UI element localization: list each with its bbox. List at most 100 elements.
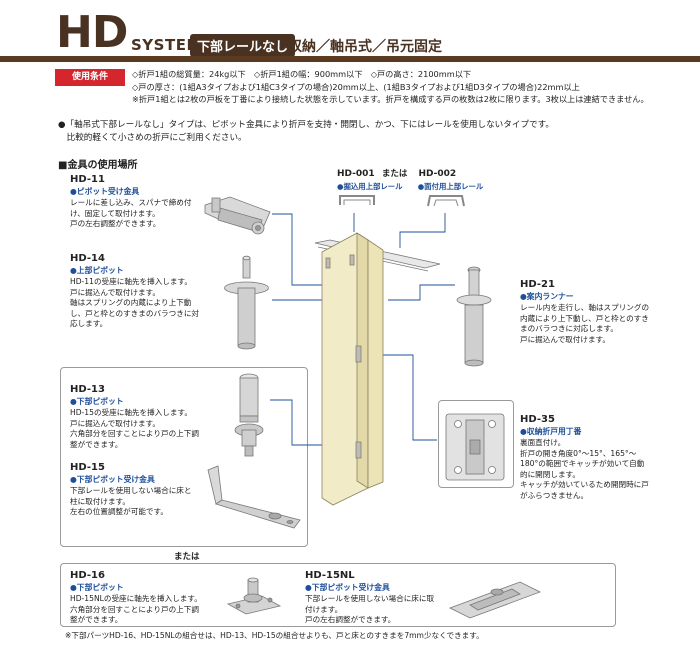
desc-line: 整ができます。 (70, 615, 123, 624)
desc-line: 左右の位置調整が可能です。 (70, 507, 168, 516)
desc-line: 六角部分を回すことにより戸の上下調 (70, 604, 199, 614)
part-hd13: HD-13 ●下部ピボット HD-15の受座に軸先を挿入します。 戸に掘込んで取… (70, 384, 230, 450)
title-pill: 下部レールなし (190, 34, 296, 57)
hd11-bracket (204, 196, 271, 235)
desc-line: キャッチが効いているため開閉時に戸 (520, 480, 649, 489)
hd35-hinge (445, 413, 505, 481)
part-code: HD-11 (70, 174, 105, 185)
desc-line: 裏面直付け。 (520, 438, 566, 447)
part-name: ●収納折戸用丁番 (520, 427, 582, 436)
title-subtitle: 収納／軸吊式／吊元固定 (288, 39, 442, 55)
part-desc: 下部レールを使用しない場合に床と 柱に取付けます。 左右の位置調整が可能です。 (70, 486, 215, 518)
hd16-pivot (226, 577, 282, 615)
condition-line: ◇折戸1組の総質量：24kg以下 ◇折戸1組の幅：900mm以下 ◇戸の高さ：2… (132, 69, 472, 79)
part-hd15: HD-15 ●下部ピボット受け金具 下部レールを使用しない場合に床と 柱に取付け… (70, 462, 215, 518)
part-desc: HD-15NLの受座に軸先を挿入します。 六角部分を回すことにより戸の上下調 整… (70, 594, 230, 626)
desc-line: 軸はスプリングの内蔵により上下動 (70, 298, 192, 307)
alt-parts-panel (60, 563, 616, 627)
hd14-pivot (224, 255, 269, 350)
part-desc: レールに差し込み、スパナで締め付 け、固定して取付けます。 戸の左右調整ができま… (70, 198, 205, 230)
page-header: HD SYSTEM 下部レールなし 収納／軸吊式／吊元固定 (0, 0, 700, 62)
desc-line: 戸に掘込んで取付けます。 (70, 287, 160, 297)
part-code: HD-14 (70, 253, 105, 264)
part-name: ●下部ピボット受け金具 (305, 583, 390, 592)
part-name: ●ピボット受け金具 (70, 187, 140, 196)
desc-line: 下部レールを使用しない場合に床と (70, 486, 192, 495)
or-label: または (381, 169, 408, 179)
hd15nl-plate (448, 581, 542, 619)
part-name: ●上部ピボット (70, 266, 124, 275)
part-code: HD-15 (70, 462, 105, 473)
intro-text: ●「軸吊式下部レールなし」タイプは、ピボット金具により折戸を支持・開閉し、かつ、… (58, 119, 678, 145)
intro-line: ●「軸吊式下部レールなし」タイプは、ピボット金具により折戸を支持・開閉し、かつ、… (58, 120, 554, 130)
conditions-badge: 使用条件 (55, 69, 125, 86)
desc-line: HD-11の受座に軸先を挿入します。 (70, 277, 192, 286)
part-desc: レール内を走行し、軸はスプリングの 内蔵により上下動し、戸と枠とのすき まのバラ… (520, 303, 690, 345)
hd15-bracket (207, 465, 301, 529)
hinge-panel (438, 400, 514, 488)
desc-line: 戸の左右調整ができます。 (70, 219, 161, 228)
part-hd21: HD-21 ●案内ランナー レール内を走行し、軸はスプリングの 内蔵により上下動… (520, 279, 690, 345)
header-divider (0, 56, 700, 62)
part-code: HD-35 (520, 414, 555, 425)
hd002-code: HD-002 (418, 169, 457, 179)
hd002-rail-profile (427, 195, 465, 207)
hd001-code: HD-001 (337, 169, 375, 179)
part-name: ●案内ランナー (520, 292, 574, 301)
hd21-runner (456, 266, 492, 367)
part-code: HD-13 (70, 384, 105, 395)
part-name: ●下部ピボット (70, 583, 124, 592)
hd13-pivot (234, 373, 264, 457)
desc-line: け、固定して取付けます。 (70, 208, 160, 218)
intro-line: 比較的軽くて小さめの折戸にご利用ください。 (58, 133, 247, 143)
part-hd15nl: HD-15NL ●下部ピボット受け金具 下部レールを使用しない場合に床に取 付け… (305, 570, 455, 626)
section-title: ■金具の使用場所 (58, 160, 138, 171)
leader-line (272, 213, 334, 286)
desc-line: 下部レールを使用しない場合に床に取 (305, 594, 435, 603)
desc-line: 戸に掘込んで取付けます。 (520, 334, 610, 344)
lower-parts-panel (60, 367, 308, 547)
desc-line: 整ができます。 (70, 439, 123, 449)
condition-note: ※折戸1組とは2枚の戸板を丁番により接続した状態を示しています。折戸を構成する戸… (132, 94, 649, 104)
desc-line: 六角部分を回すことにより戸の上下調 (70, 429, 199, 438)
desc-line: レール内を走行し、軸はスプリングの (520, 303, 650, 312)
footnote: ※下部パーツHD-16、HD-15NLの組合せは、HD-13、HD-15の組合せ… (65, 631, 484, 640)
part-hd14: HD-14 ●上部ピボット HD-11の受座に軸先を挿入します。 戸に掘込んで取… (70, 253, 220, 330)
desc-line: まのバラつきに対応します。 (520, 324, 618, 333)
part-code: HD-21 (520, 279, 555, 290)
hd-logo: HD (56, 7, 128, 58)
desc-line: 付けます。 (305, 604, 343, 614)
hd001-name: ●掘込用上部レール (337, 182, 403, 191)
leader-line (388, 284, 455, 301)
part-desc: HD-15の受座に軸先を挿入します。 戸に掘込んで取付けます。 六角部分を回すこ… (70, 408, 230, 450)
part-desc: 下部レールを使用しない場合に床に取 付けます。 戸の左右調整ができます。 (305, 594, 455, 626)
desc-line: 180°の範囲でキャッチが効いて自動 (520, 459, 645, 468)
desc-line: HD-15NLの受座に軸先を挿入します。 (70, 594, 202, 603)
desc-line: レールに差し込み、スパナで締め付 (70, 198, 192, 207)
condition-line: ◇戸の厚さ：(1組A3タイプおよび1組C3タイプの場合)20mm以上、(1組B3… (132, 81, 580, 92)
leader-line (372, 354, 437, 441)
desc-line: 内蔵により上下動し、戸と枠とのすき (520, 313, 649, 323)
part-desc: HD-11の受座に軸先を挿入します。 戸に掘込んで取付けます。 軸はスプリングの… (70, 277, 220, 330)
hd001-label: HD-001 または HD-002 (337, 169, 456, 180)
hd002-name: ●面付用上部レール (417, 182, 484, 191)
or-separator: または (174, 552, 200, 562)
desc-line: 戸に掘込んで取付けます。 (70, 418, 160, 428)
part-hd16: HD-16 ●下部ピボット HD-15NLの受座に軸先を挿入します。 六角部分を… (70, 570, 230, 626)
leader-lines (270, 213, 455, 446)
part-name: ●下部ピボット (70, 397, 124, 406)
desc-line: がふらつきません。 (520, 490, 589, 500)
desc-line: 柱に取付けます。 (70, 496, 130, 506)
part-hd11: HD-11 ●ピボット受け金具 レールに差し込み、スパナで締め付 け、固定して取… (70, 174, 205, 230)
part-code: HD-16 (70, 570, 105, 581)
desc-line: HD-15の受座に軸先を挿入します。 (70, 408, 192, 417)
system-word: SYSTEM (131, 36, 202, 54)
folding-door (321, 232, 384, 506)
desc-line: 戸の左右調整ができます。 (305, 615, 396, 624)
part-name: ●下部ピボット受け金具 (70, 475, 155, 484)
conditions-text: ◇折戸1組の総質量：24kg以下 ◇折戸1組の幅：900mm以下 ◇戸の高さ：2… (132, 68, 692, 106)
part-code: HD-15NL (305, 570, 355, 581)
hd001-rail-profile (339, 195, 375, 205)
rail-names: ●掘込用上部レール ●面付用上部レール (337, 181, 483, 193)
